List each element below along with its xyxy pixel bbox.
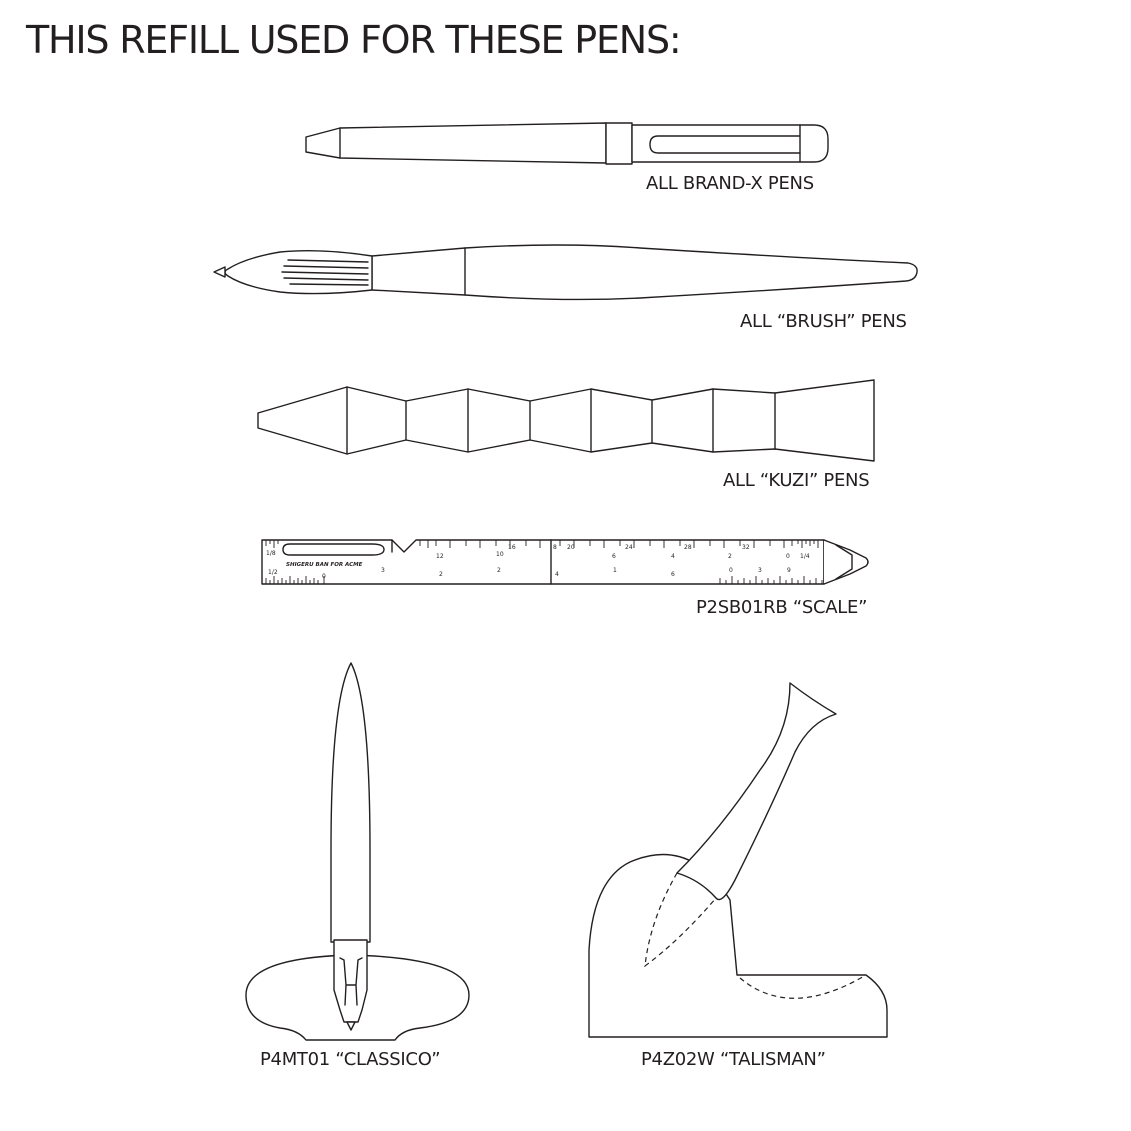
pen-label-brand-x: ALL BRAND-X PENS	[646, 173, 814, 194]
kuzi-pen-drawing	[257, 379, 875, 462]
ruler-bottom-number: 2	[497, 567, 501, 574]
ruler-top-number: 10	[496, 551, 504, 558]
ruler-top-number: 20	[567, 544, 575, 551]
ruler-top-number: 12	[436, 553, 444, 560]
ruler-bottom-number: 1	[613, 567, 617, 574]
ruler-top-number: 32	[742, 544, 750, 551]
pen-label-kuzi: ALL “KUZI” PENS	[723, 470, 870, 491]
ruler-bottom-number: 9	[787, 567, 791, 574]
classico-pen-drawing	[245, 662, 470, 1041]
ruler-top-number: 1/8	[266, 550, 276, 557]
ruler-bottom-number: 2	[439, 571, 443, 578]
pen-label-scale: P2SB01RB “SCALE”	[696, 597, 868, 618]
ruler-top-number: 0	[786, 553, 790, 560]
ruler-top-number: 6	[612, 553, 616, 560]
ruler-bottom-number: 0	[729, 567, 733, 574]
ruler-top-number: 4	[671, 553, 675, 560]
ruler-bottom-number: 3	[381, 567, 385, 574]
scale-pen-drawing: 1/8 12 10 16 8 20 6 24 28 4 2 32 0 1/4 1…	[261, 539, 869, 585]
pen-label-talisman: P4Z02W “TALISMAN”	[641, 1049, 826, 1070]
ruler-top-number: 24	[625, 544, 633, 551]
pen-label-classico: P4MT01 “CLASSICO”	[260, 1049, 441, 1070]
page-title: THIS REFILL USED FOR THESE PENS:	[26, 18, 682, 62]
ruler-top-number: 28	[684, 544, 692, 551]
ruler-top-number: 2	[728, 553, 732, 560]
ruler-brand-text: SHIGERU BAN FOR ACME	[286, 562, 363, 568]
ruler-top-number: 8	[553, 544, 557, 551]
pen-label-brush: ALL “BRUSH” PENS	[740, 311, 907, 332]
ruler-top-number: 1/4	[800, 553, 810, 560]
ruler-bottom-number: 1/2	[268, 569, 278, 576]
ruler-bottom-number: 6	[671, 571, 675, 578]
brush-pen-drawing	[213, 244, 918, 301]
ruler-bottom-number: 0	[322, 573, 326, 580]
brand-x-pen-drawing	[305, 122, 829, 165]
talisman-pen-drawing	[588, 682, 888, 1038]
ruler-bottom-number: 3	[758, 567, 762, 574]
ruler-bottom-number: 4	[555, 571, 559, 578]
ruler-top-number: 16	[508, 544, 516, 551]
